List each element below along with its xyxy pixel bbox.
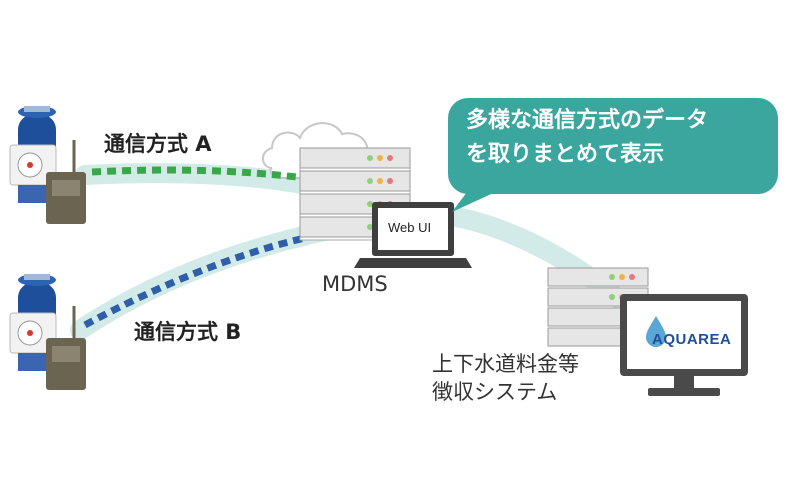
laptop-icon [354, 202, 472, 268]
link-a-label: 通信方式 A [104, 132, 212, 156]
webui-label: Web UI [388, 220, 432, 235]
aquarea-brand: AQUAREA [652, 331, 732, 348]
billing-label-line-1: 上下水道料金等 [432, 352, 579, 376]
comm-module-b-icon [46, 306, 86, 390]
billing-label: 上下水道料金等 徴収システム [432, 350, 579, 406]
link-b-label: 通信方式 B [134, 320, 242, 344]
callout-line-1: 多様な通信方式のデータ [466, 108, 709, 133]
water-meter-b-icon [9, 274, 57, 371]
billing-label-line-2: 徴収システム [432, 380, 558, 404]
callout-line-2: を取りまとめて表示 [466, 142, 665, 167]
monitor-icon [620, 294, 748, 396]
aquarea-logo-icon [646, 316, 666, 347]
mdms-label: MDMS [322, 272, 388, 296]
link-a-dashed-line [91, 166, 306, 182]
comm-module-a-icon [46, 140, 86, 224]
callout-text: 多様な通信方式のデータ を取りまとめて表示 [466, 104, 708, 172]
callout-bubble [448, 98, 778, 212]
water-meter-a-icon [9, 106, 57, 203]
